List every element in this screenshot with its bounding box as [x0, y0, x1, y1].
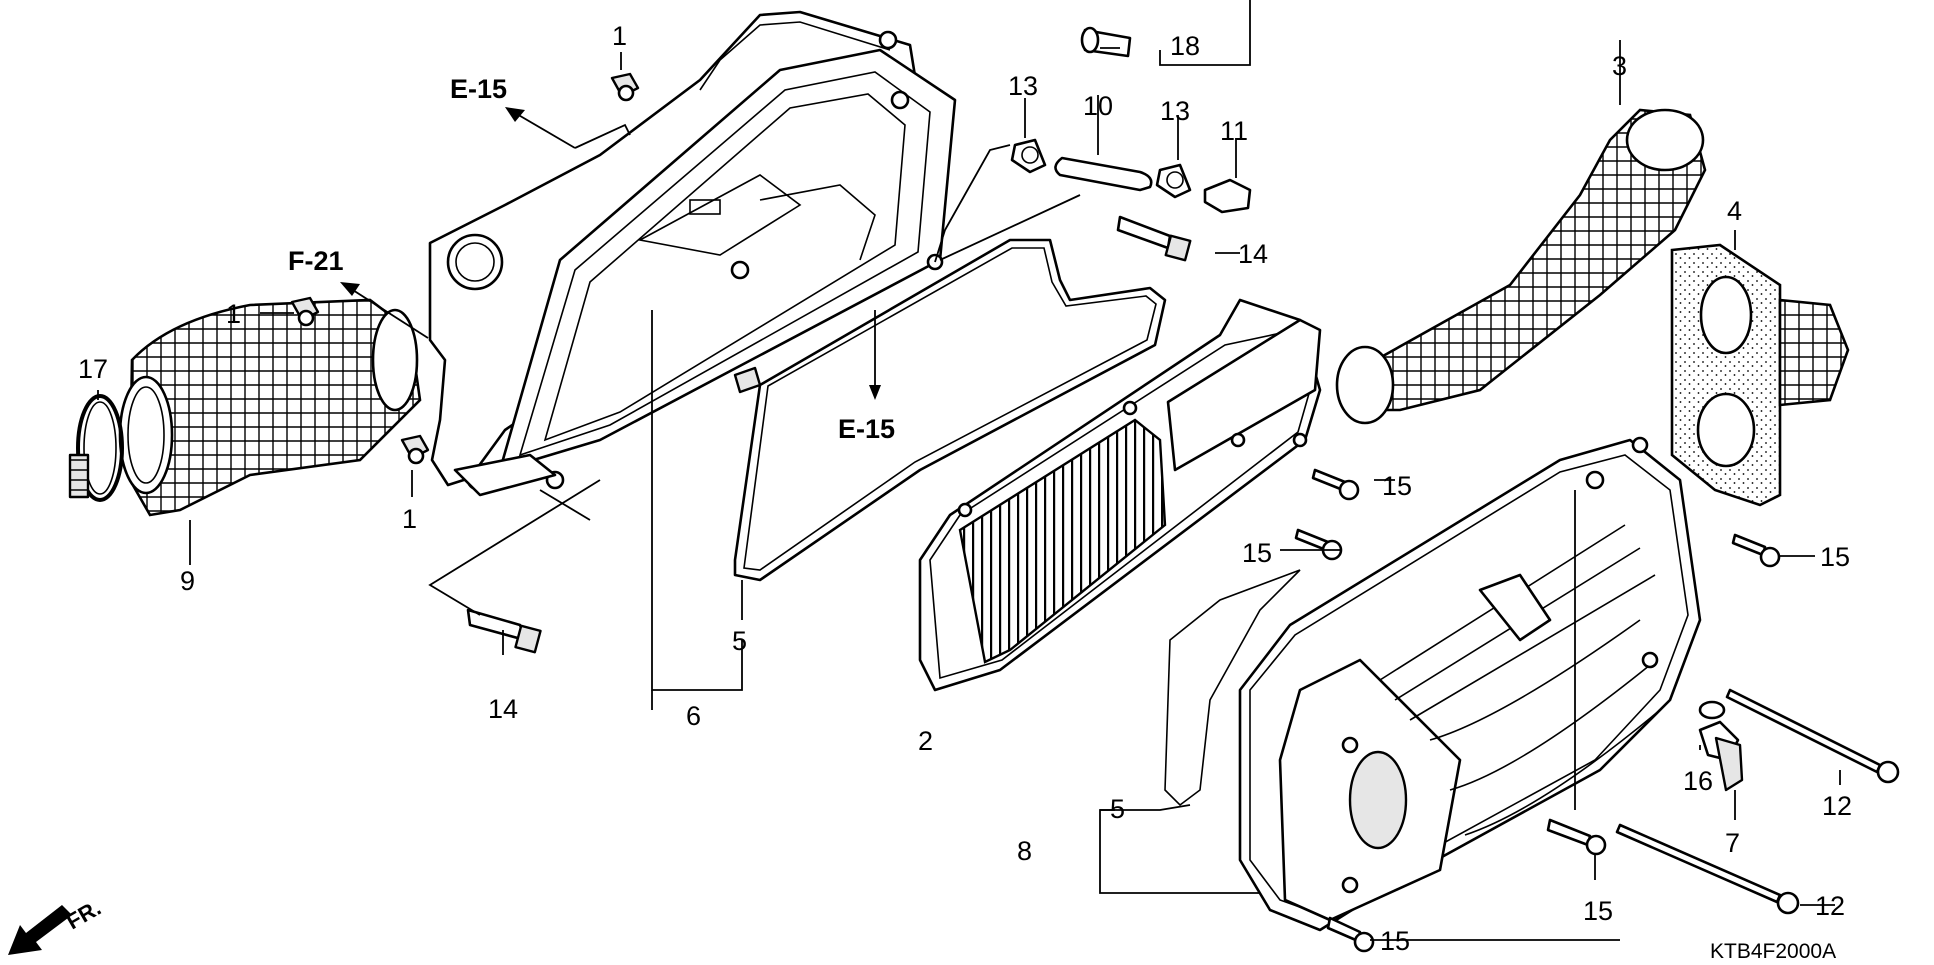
callout-15-b: 15: [1242, 538, 1272, 568]
callout-13-right: 13: [1160, 96, 1190, 126]
callout-3: 3: [1612, 51, 1627, 81]
upper-case-shape: [428, 10, 957, 497]
gasket-lower-shape: [1164, 569, 1301, 807]
intake-tube-shape: [118, 298, 422, 517]
callout-16: 16: [1683, 766, 1713, 796]
gasket-upper-shape: [733, 238, 1167, 582]
lower-case-shape: [1238, 436, 1702, 932]
callout-9: 9: [180, 566, 195, 596]
reference-f21: F-21: [288, 246, 344, 276]
callout-12-lower: 12: [1815, 891, 1845, 921]
callout-12-right: 12: [1822, 791, 1852, 821]
callout-4: 4: [1727, 196, 1742, 226]
reference-e15-middle: E-15: [838, 414, 895, 444]
callout-18: 18: [1170, 31, 1200, 61]
callout-17: 17: [78, 354, 108, 384]
front-direction-label: FR.: [62, 895, 105, 934]
callout-15-d: 15: [1583, 896, 1613, 926]
callout-14-left: 14: [488, 694, 518, 724]
callout-5-upper: 5: [732, 626, 747, 656]
callout-7: 7: [1725, 828, 1740, 858]
leader-lines: [97, 0, 1841, 941]
fasteners: [290, 26, 1900, 953]
connecting-tube-shape: [1335, 108, 1707, 425]
callout-1-top: 1: [612, 21, 627, 51]
tube-seal-shape: [1670, 243, 1850, 507]
figure-code: KTB4F2000A: [1710, 940, 1836, 963]
arrowheads: [340, 107, 881, 400]
callout-13-left: 13: [1008, 71, 1038, 101]
callout-2: 2: [918, 726, 933, 756]
callout-15-e: 15: [1380, 926, 1410, 956]
callout-15-a: 15: [1382, 471, 1412, 501]
callout-10: 10: [1083, 91, 1113, 121]
callout-labels: 1 1 1 2 3 4 5 5 6 7 8 9 10 11 12 12 13 1…: [78, 21, 1852, 956]
front-direction-arrow: [8, 905, 72, 955]
filter-element-shape: [918, 298, 1322, 692]
callout-1-lower: 1: [402, 504, 417, 534]
callout-1-left: 1: [226, 299, 241, 329]
callout-8: 8: [1017, 836, 1032, 866]
callout-11: 11: [1220, 116, 1248, 146]
reference-e15-top: E-15: [450, 74, 507, 104]
callout-5-lower: 5: [1110, 794, 1125, 824]
callout-15-c: 15: [1820, 542, 1850, 572]
hose-clamp-shape: [68, 394, 124, 502]
callout-6: 6: [686, 701, 701, 731]
callout-14-right: 14: [1238, 239, 1268, 269]
